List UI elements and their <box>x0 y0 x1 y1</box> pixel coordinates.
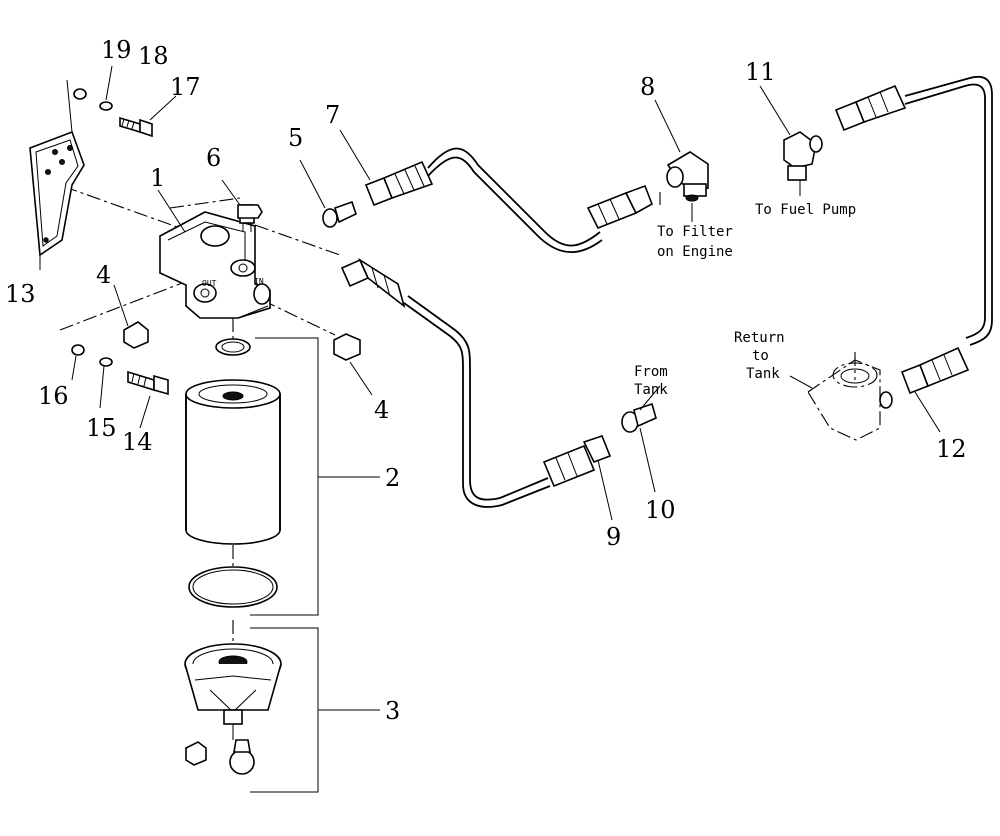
note-to-filter-line1: To Filter <box>657 224 733 240</box>
hose-from-tank <box>403 295 551 508</box>
bolt-14 <box>127 370 169 396</box>
callout-4-right: 4 <box>374 396 389 424</box>
plug-4-right <box>333 333 361 361</box>
hose-filter-to-engine <box>427 147 603 253</box>
hose-end-near-8 <box>586 184 653 230</box>
note-return-line3: Tank <box>746 366 780 382</box>
lockwasher-15 <box>99 357 113 367</box>
elbow-fitting-8 <box>666 151 709 202</box>
lockwasher-18 <box>99 101 113 111</box>
washer-16 <box>71 344 85 356</box>
callout-5: 5 <box>288 124 303 152</box>
mounting-bracket <box>29 130 85 257</box>
callout-2: 2 <box>385 464 400 492</box>
filter-head: OUT IN <box>159 211 271 319</box>
adapter-fitting-10 <box>621 402 657 433</box>
return-tank-fitting <box>807 359 893 441</box>
note-from-tank-line1: From <box>634 364 668 380</box>
callout-1: 1 <box>150 164 165 192</box>
note-from-tank-line2: Tank <box>634 382 668 398</box>
callout-16: 16 <box>38 382 69 410</box>
elbow-fitting-11 <box>783 131 823 181</box>
callout-13: 13 <box>5 280 36 308</box>
hose-end-12 <box>900 346 970 395</box>
callout-15: 15 <box>86 414 117 442</box>
callout-6: 6 <box>206 144 221 172</box>
note-return-line2: to <box>752 348 769 364</box>
callout-14: 14 <box>122 428 153 456</box>
adapter-fitting-5 <box>322 200 357 228</box>
washer-19 <box>73 88 87 100</box>
hose-pump-to-return <box>904 75 993 346</box>
hose-end-head-side <box>340 257 406 309</box>
head-out-mark: OUT <box>202 279 217 288</box>
callout-4-left: 4 <box>96 261 111 289</box>
note-to-filter-line2: on Engine <box>657 244 733 260</box>
callout-7: 7 <box>325 101 340 129</box>
callout-19: 19 <box>101 36 132 64</box>
o-ring-bottom <box>188 566 278 608</box>
filter-bowl <box>184 643 282 775</box>
callout-bracket-3 <box>250 627 380 793</box>
elbow-fitting-6 <box>237 204 263 232</box>
callout-18: 18 <box>138 42 169 70</box>
leader-lines <box>39 65 941 521</box>
callout-numbers: 1 2 3 4 4 5 6 7 8 9 10 11 12 13 14 15 16… <box>5 36 967 725</box>
callout-10: 10 <box>645 496 676 524</box>
callout-9: 9 <box>606 523 621 551</box>
hose-end-7 <box>364 160 434 207</box>
hose-end-9 <box>542 435 612 488</box>
flow-notes: To Filter on Engine To Fuel Pump Return … <box>634 202 856 398</box>
filter-element <box>185 379 281 545</box>
bolt-17 <box>119 116 153 138</box>
callout-17: 17 <box>170 73 201 101</box>
note-to-fuel-pump: To Fuel Pump <box>755 202 856 218</box>
head-in-mark: IN <box>254 277 264 286</box>
callout-11: 11 <box>745 58 776 86</box>
callout-3: 3 <box>385 697 400 725</box>
o-ring-top <box>215 338 251 356</box>
callout-12: 12 <box>936 435 967 463</box>
callout-8: 8 <box>640 73 655 101</box>
hose-end-11-side <box>834 84 907 132</box>
note-return-line1: Return <box>734 330 785 346</box>
callout-bracket-2 <box>250 337 380 616</box>
plug-4-left <box>123 321 149 349</box>
